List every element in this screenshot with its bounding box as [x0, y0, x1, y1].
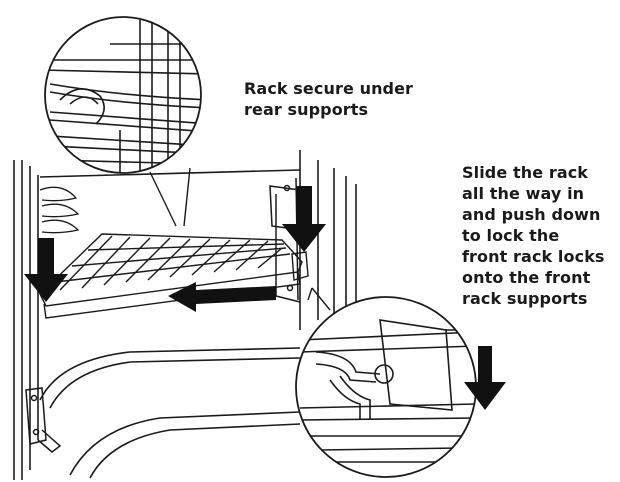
callout-slide-line-2: all the way in: [462, 184, 585, 203]
callout-slide-line-4: to lock the: [462, 226, 560, 245]
callout-slide-line-3: and push down: [462, 205, 601, 224]
callout-slide-line-7: rack supports: [462, 289, 588, 308]
callout-rear-supports: Rack secure under rear supports: [244, 78, 413, 120]
callout-slide-line-5: front rack locks: [462, 247, 605, 266]
callout-rear-line-2: rear supports: [244, 100, 369, 119]
magnifier-rear-supports: [44, 16, 202, 227]
door-hinge: [25, 387, 62, 453]
callout-slide-lock: Slide the rack all the way in and push d…: [462, 162, 605, 309]
callout-slide-line-6: onto the front: [462, 268, 591, 287]
down-arrow-icon: [282, 186, 326, 252]
convection-fan: [39, 186, 80, 234]
down-arrow-icon: [24, 238, 68, 302]
magnifier-front-locks: [295, 287, 477, 478]
oven-rack: [39, 233, 309, 319]
callout-rear-line-1: Rack secure under: [244, 79, 414, 98]
down-arrow-icon: [464, 346, 506, 410]
callout-slide-line-1: Slide the rack: [462, 163, 589, 182]
push-in-arrow-icon: [168, 282, 276, 312]
